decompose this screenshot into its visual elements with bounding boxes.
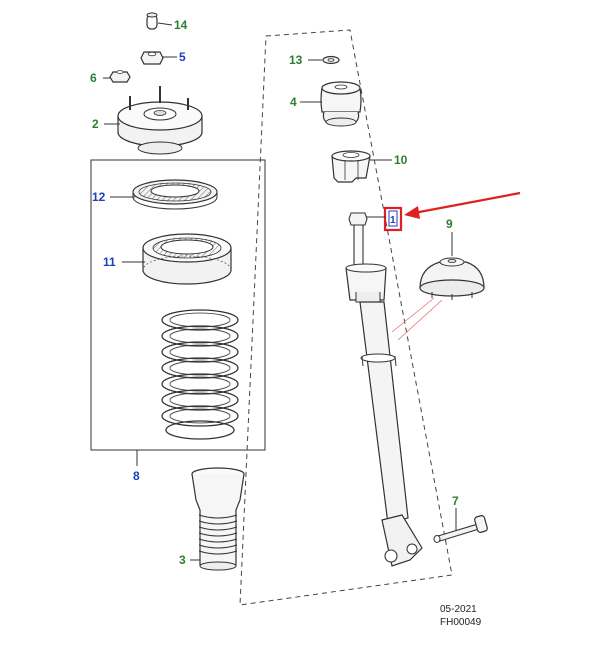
part-9-rubber-mount[interactable] [419, 257, 485, 300]
callout-3[interactable]: 3 [179, 553, 186, 567]
part-5-nut[interactable] [140, 51, 164, 65]
callout-5[interactable]: 5 [179, 50, 186, 64]
part-1-highlight[interactable] [383, 206, 403, 232]
callout-6[interactable]: 6 [90, 71, 97, 85]
callout-2[interactable]: 2 [92, 117, 99, 131]
spring-assembly-box [90, 159, 266, 451]
callout-7[interactable]: 7 [452, 494, 459, 508]
part-2-top-mount[interactable] [117, 86, 203, 155]
callout-1[interactable]: 1 [390, 215, 396, 226]
part-10-cup[interactable] [331, 150, 371, 183]
footer-date: 05-2021 [440, 604, 477, 615]
callout-8[interactable]: 8 [133, 469, 140, 483]
coil-spring[interactable] [161, 309, 239, 440]
callout-9[interactable]: 9 [446, 217, 453, 231]
part-4-bump-stop[interactable] [320, 81, 362, 127]
callout-12[interactable]: 12 [92, 190, 106, 204]
guide-line-a [391, 297, 435, 333]
part-7-bolt[interactable] [433, 515, 488, 543]
callout-10[interactable]: 10 [394, 153, 408, 167]
part-12-bearing[interactable] [132, 179, 218, 210]
guide-line-b [397, 299, 443, 341]
red-arrow [404, 191, 521, 219]
callout-11[interactable]: 11 [103, 255, 116, 269]
part-3-dust-boot[interactable] [191, 467, 245, 571]
part-11-spring-seat[interactable] [142, 233, 232, 285]
part-6-nut[interactable] [109, 70, 131, 83]
callout-4[interactable]: 4 [290, 95, 297, 109]
shock-group-outline [239, 29, 453, 606]
part-13-washer[interactable] [322, 55, 340, 65]
shock-absorber[interactable] [345, 212, 423, 567]
part-14-cap[interactable] [146, 12, 158, 30]
footer-code: FH00049 [440, 617, 482, 628]
callout-13[interactable]: 13 [289, 53, 303, 67]
callout-14[interactable]: 14 [174, 18, 188, 32]
